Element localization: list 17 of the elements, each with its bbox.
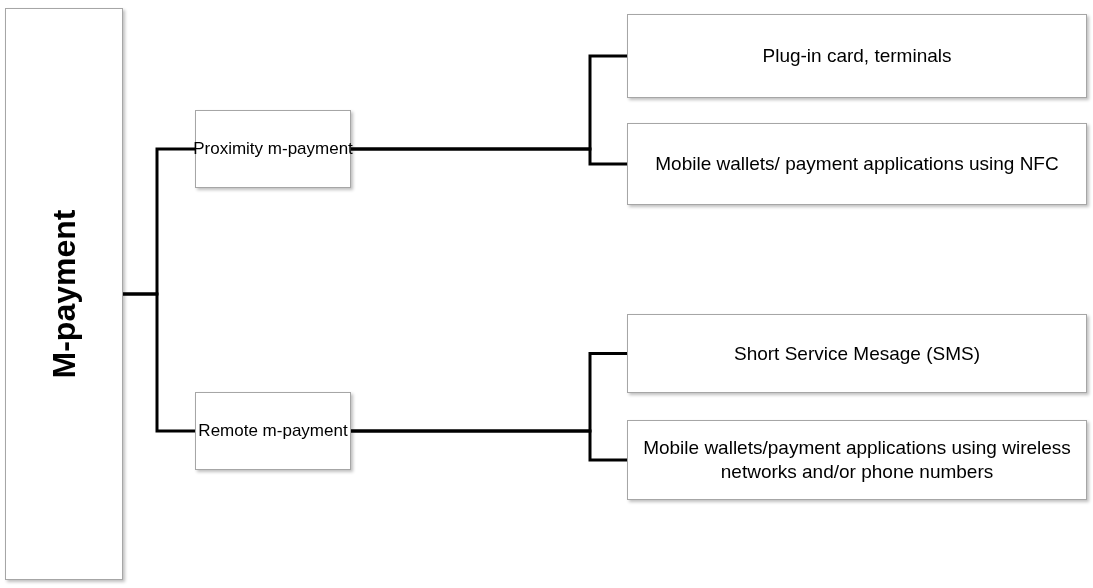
connector-line [351,429,627,462]
item-box [627,314,1087,393]
item-box [627,14,1087,98]
item-box [627,123,1087,205]
item-label: Short Service Mesage (SMS) [734,341,980,366]
category-box [195,392,351,470]
item-label: Plug-in card, terminals [762,44,952,68]
connector-line [123,292,195,433]
item-label: Mobile wallets/ payment applications using NFC [655,152,1059,176]
category-box [195,110,351,188]
category-label: Remote m-payment [198,420,348,442]
root-box [5,8,123,580]
item-label: Mobile wallets/payment applications using wireless networks and/or phone numbers [642,436,1072,484]
connector-line [351,147,627,166]
item-box [627,420,1087,500]
root-label: M-payment [45,209,83,379]
category-label: Proximity m-payment [193,138,353,160]
